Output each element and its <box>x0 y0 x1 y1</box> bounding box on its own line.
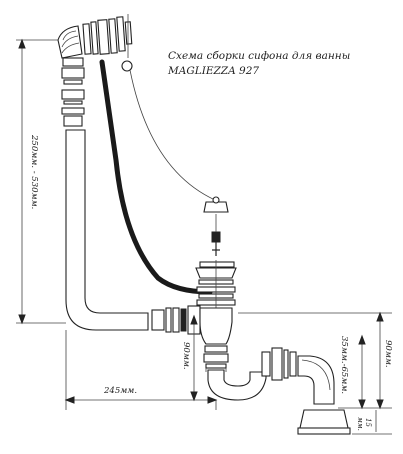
control-cable <box>99 59 213 295</box>
plug-chain <box>129 69 216 201</box>
u-trap-joint <box>205 368 227 372</box>
caption-line-2: MAGLIEZZA 927 <box>167 65 259 77</box>
overflow-elbow <box>57 25 83 59</box>
overflow-pipe <box>65 129 149 331</box>
u-trap <box>207 369 267 401</box>
overflow-cap-stack <box>82 16 133 55</box>
outlet-elbow-detail <box>301 359 331 391</box>
dimension-bottom-gap <box>352 410 392 435</box>
label-right-height: 90мм. <box>383 340 393 368</box>
label-trap-drop: 90мм. <box>181 342 191 370</box>
outlet-adapter <box>297 409 351 435</box>
side-connector <box>151 305 201 335</box>
dimension-overflow-height <box>16 38 66 325</box>
caption-line-1: Схема сборки сифона для ванны <box>168 50 350 62</box>
tee-body <box>199 307 233 345</box>
dimension-right-height <box>238 311 392 410</box>
dimension-trap-drop <box>190 314 198 402</box>
plug-stem <box>211 231 221 256</box>
trap-nut-stack <box>203 345 229 369</box>
chain-pivot <box>121 60 133 72</box>
drain-plug <box>203 196 229 213</box>
label-bottom-gap-number: 15 <box>364 418 372 427</box>
label-outlet-range: 35мм.-65мм. <box>339 336 349 394</box>
outlet-nut-stack <box>261 347 297 381</box>
label-bottom-gap-unit: мм. <box>356 417 364 431</box>
dimension-horizontal <box>64 330 218 410</box>
dimension-outlet-range <box>358 334 366 410</box>
label-horizontal: 245мм. <box>103 386 137 396</box>
overflow-nut-stack <box>61 57 85 127</box>
outlet-elbow <box>297 355 335 405</box>
drain-flange-stack <box>195 260 237 308</box>
label-overflow-height: 250мм. - 530мм. <box>29 134 39 209</box>
